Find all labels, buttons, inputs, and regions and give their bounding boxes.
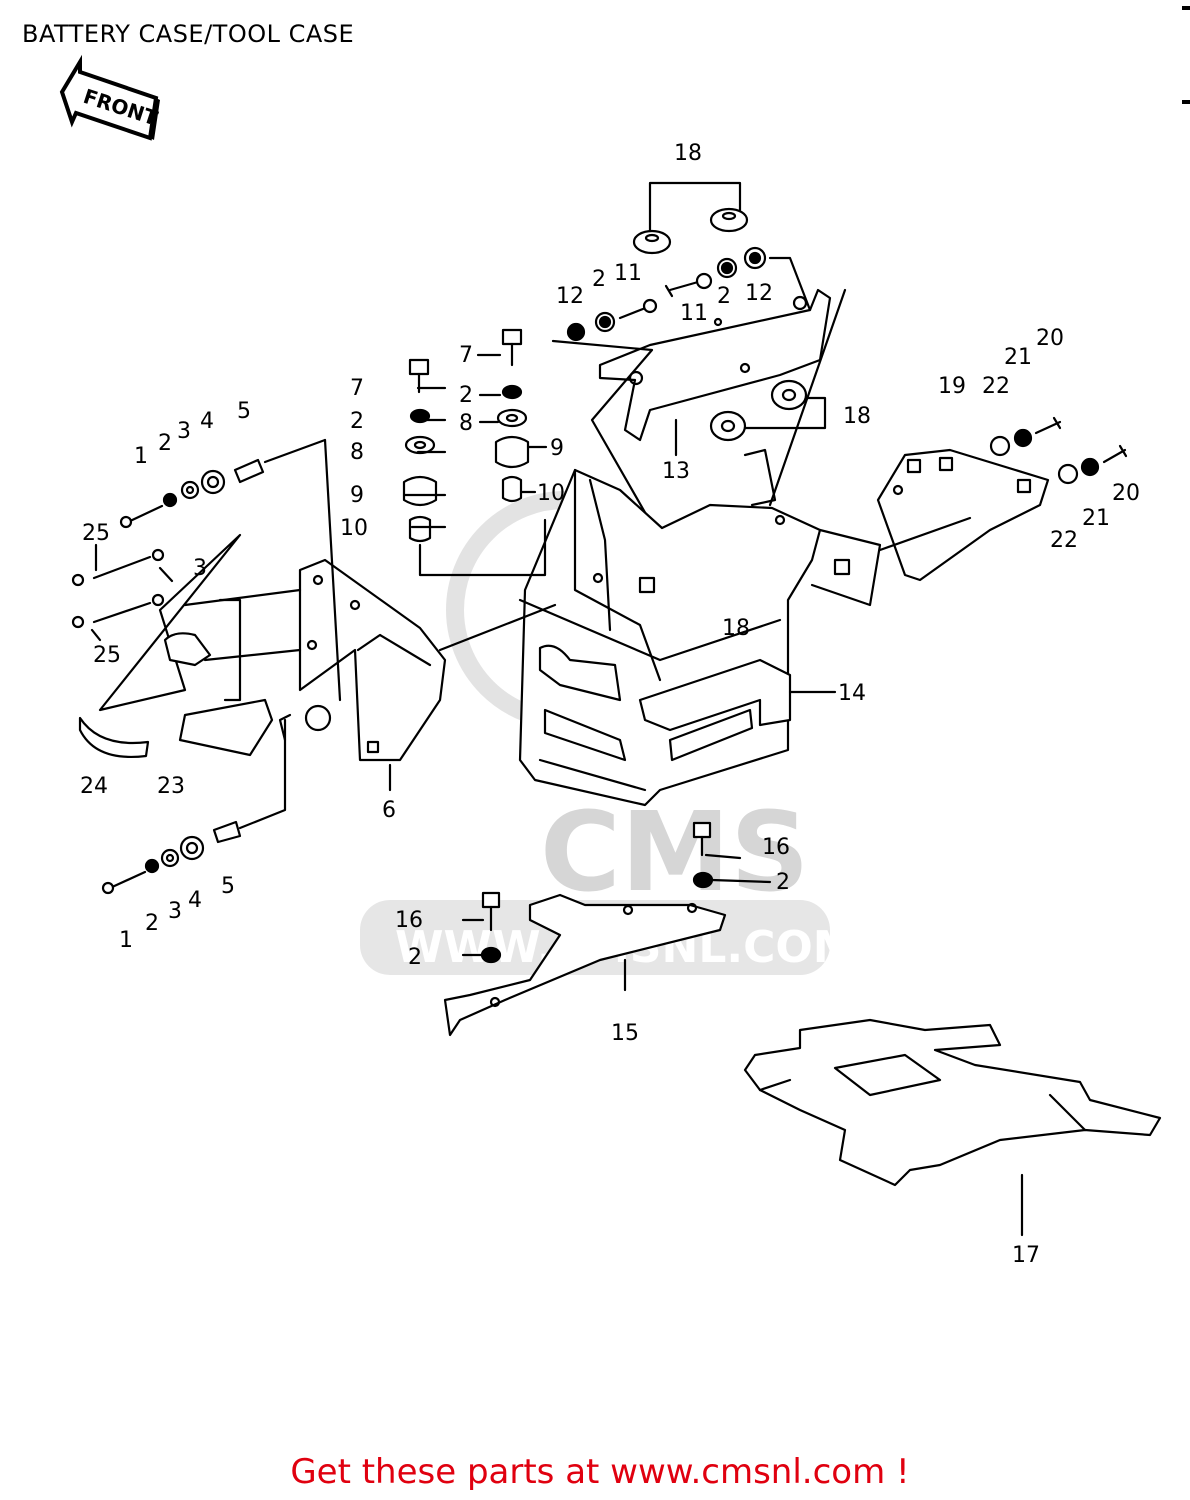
callout-22: 22	[982, 374, 1010, 399]
part-19-side-plate	[876, 416, 1128, 582]
callout-2: 2	[776, 870, 790, 895]
callout-7: 7	[350, 376, 364, 401]
callout-16: 16	[762, 835, 790, 860]
callout-19: 19	[938, 374, 966, 399]
part-15-lower-bracket	[443, 821, 727, 1037]
callout-21: 21	[1004, 345, 1032, 370]
callout-3: 3	[168, 899, 182, 924]
callout-24: 24	[80, 774, 108, 799]
watermark-brand: CMS	[540, 788, 809, 916]
callout-1: 1	[134, 444, 148, 469]
callout-5: 5	[237, 399, 251, 424]
callout-2: 2	[350, 409, 364, 434]
callout-2: 2	[717, 284, 731, 309]
callout-2: 2	[408, 945, 422, 970]
edge-mark	[1182, 100, 1190, 104]
callout-2: 2	[145, 911, 159, 936]
callout-18: 18	[722, 616, 750, 641]
callout-6: 6	[382, 798, 396, 823]
callout-3: 3	[177, 419, 191, 444]
callout-11: 11	[614, 261, 642, 286]
callout-4: 4	[188, 888, 202, 913]
hardware-1-5-lower	[101, 718, 287, 895]
callout-18: 18	[843, 404, 871, 429]
callout-16: 16	[395, 908, 423, 933]
callout-15: 15	[611, 1021, 639, 1046]
callout-17: 17	[1012, 1243, 1040, 1268]
callout-20: 20	[1112, 481, 1140, 506]
callout-21: 21	[1082, 506, 1110, 531]
callout-20: 20	[1036, 326, 1064, 351]
page-title: BATTERY CASE/TOOL CASE	[22, 20, 355, 48]
screws-11-12	[566, 246, 767, 342]
callout-25: 25	[93, 643, 121, 668]
callout-8: 8	[350, 440, 364, 465]
callout-9: 9	[550, 436, 564, 461]
callout-12: 12	[745, 281, 773, 306]
callout-2: 2	[592, 267, 606, 292]
callout-18: 18	[674, 141, 702, 166]
callout-12: 12	[556, 284, 584, 309]
callout-8: 8	[459, 411, 473, 436]
callout-14: 14	[838, 681, 866, 706]
callout-1: 1	[119, 928, 133, 953]
part-23-rubber-cap-and-clip	[71, 533, 332, 758]
callout-2: 2	[459, 383, 473, 408]
callout-4: 4	[200, 409, 214, 434]
callout-5: 5	[221, 874, 235, 899]
callout-25: 25	[82, 521, 110, 546]
edge-mark	[1182, 6, 1190, 10]
part-17-tool-tray	[743, 1018, 1162, 1237]
callout-10: 10	[537, 481, 565, 506]
part-6-mounting-bracket	[298, 438, 557, 792]
mount-hardware-stacks	[402, 328, 547, 577]
part-14-battery-case	[518, 448, 882, 807]
front-arrow-icon: FRONT	[59, 54, 161, 141]
callout-labels: 18 12 2 11 11 2 12 18 13 18 14 19 22 21 …	[80, 141, 1140, 1268]
callout-7: 7	[459, 343, 473, 368]
callout-13: 13	[662, 459, 690, 484]
callout-9: 9	[350, 483, 364, 508]
callout-10: 10	[340, 516, 368, 541]
callout-11: 11	[680, 301, 708, 326]
hardware-1-5-upper	[119, 438, 327, 529]
callout-3: 3	[193, 556, 207, 581]
callout-23: 23	[157, 774, 185, 799]
callout-2: 2	[158, 431, 172, 456]
leader-lines	[90, 353, 772, 957]
promo-link[interactable]: Get these parts at www.cmsnl.com !	[290, 1452, 910, 1492]
callout-22: 22	[1050, 528, 1078, 553]
